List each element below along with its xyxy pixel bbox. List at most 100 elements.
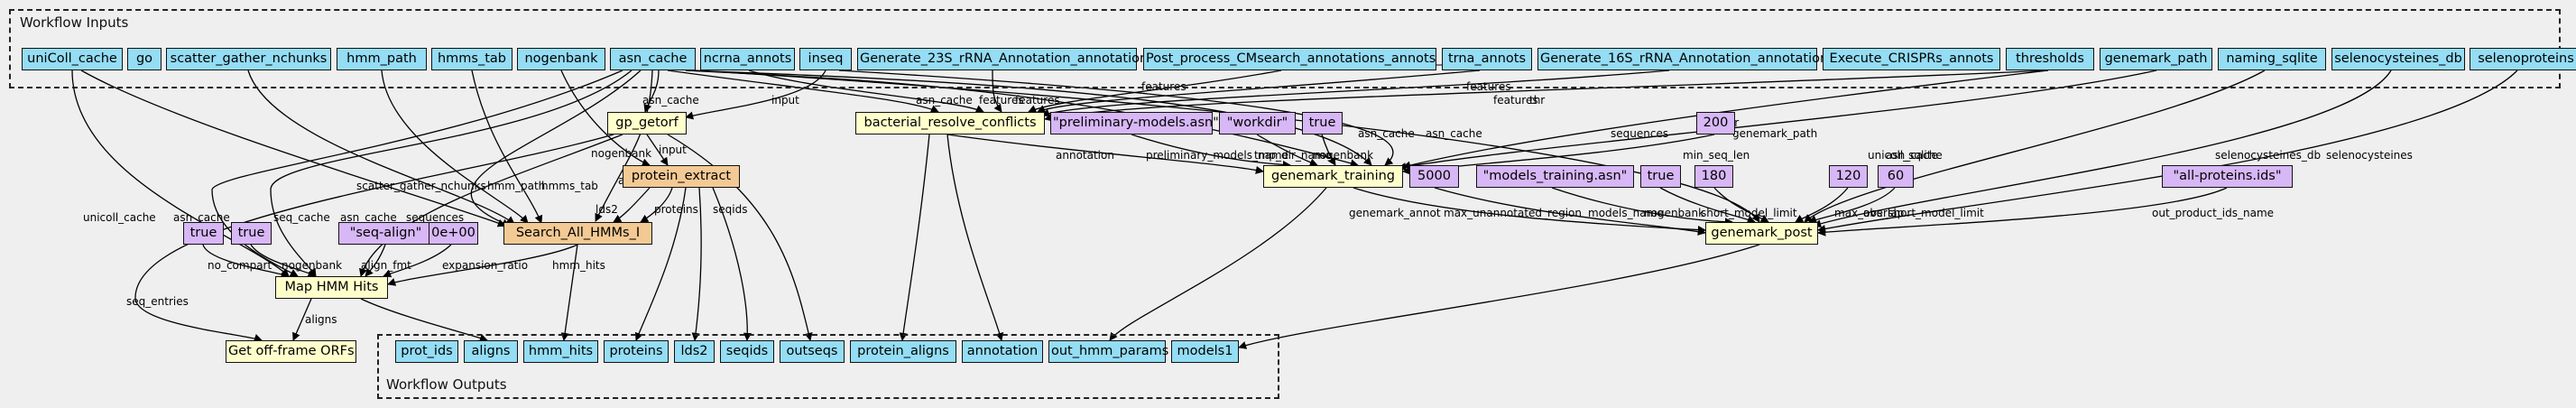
output-outseqs[interactable]: outseqs: [780, 340, 845, 363]
input-hmm-path[interactable]: hmm_path: [337, 48, 427, 70]
edge-asn-search-2: [470, 70, 642, 227]
subworkflow-protein-extract[interactable]: protein_extract: [623, 165, 740, 188]
param-200[interactable]: 200: [1696, 112, 1735, 134]
edge-workdir-gt: [1256, 134, 1318, 167]
output-models1[interactable]: models1: [1171, 340, 1239, 363]
param-seq-align[interactable]: "seq-align": [338, 222, 433, 245]
output-lds2[interactable]: lds2: [674, 340, 715, 363]
edge-asn-gp: [694, 70, 1760, 223]
edge-models-gp-label: models_name: [1588, 207, 1664, 219]
edge-selenodb-gp-label: selenocysteines_db: [2215, 149, 2321, 162]
workflow-inputs-label: Workflow Inputs: [20, 14, 129, 31]
input-thresholds[interactable]: thresholds: [2006, 48, 2094, 70]
output-seqids[interactable]: seqids: [720, 340, 774, 363]
param-60[interactable]: 60: [1878, 165, 1914, 188]
param-5000[interactable]: 5000: [1409, 165, 1459, 188]
edge-truea-gt-label: nogenbank: [1313, 149, 1373, 162]
param-preliminary-models[interactable]: "preliminary-models.asn": [1050, 112, 1219, 134]
param-models-training[interactable]: "models_training.asn": [1476, 165, 1634, 188]
workflow-outputs-label: Workflow Outputs: [386, 376, 507, 393]
edge-trueb-gp: [1659, 187, 1756, 224]
edge-gt-gp-label: genemark_annot: [1349, 207, 1441, 219]
edge-inseq-gt-label: sequences: [1611, 127, 1668, 140]
edge-5000-gp-label: max_unannotated_region: [1444, 207, 1582, 219]
step-genemark-post[interactable]: genemark_post: [1705, 222, 1818, 245]
edge-180-gp: [1713, 187, 1769, 223]
edge-exp-map-label: expansion_ratio: [442, 259, 528, 272]
edge-scatter-search: [247, 70, 515, 225]
edge-pe-search-lds2: [613, 187, 651, 223]
subworkflow-search-all-hmms[interactable]: Search_All_HMMs_I: [503, 222, 652, 245]
output-out-hmm-params[interactable]: out_hmm_params: [1048, 340, 1168, 363]
step-get-offframe-orfs[interactable]: Get off-frame ORFs: [226, 340, 356, 363]
param-expansion-0e00[interactable]: 0e+00: [429, 222, 478, 245]
edge-allprot-gp: [1817, 187, 2228, 236]
input-trna-annots[interactable]: trna_annots: [1442, 48, 1532, 70]
edge-asn-gp-label: asn_cache: [1886, 149, 1943, 162]
edge-inseq-getorf: [685, 70, 826, 120]
edge-hmmpath-search-label: hmm_path: [487, 180, 545, 192]
param-true-d[interactable]: true: [231, 222, 272, 245]
input-generate-16s[interactable]: Generate_16S_rRNA_Annotation_annotation: [1537, 48, 1828, 70]
edge-60-gp-label: abs_short_model_limit: [1863, 207, 1984, 219]
edge-180-gp-label: short_model_limit: [1701, 207, 1797, 219]
edge-asn-search-2-label: asn_cache: [340, 211, 397, 224]
output-annotation[interactable]: annotation: [962, 340, 1043, 363]
output-aligns[interactable]: aligns: [464, 340, 518, 363]
input-genemark-path[interactable]: genemark_path: [2100, 48, 2212, 70]
input-execute-crisprs[interactable]: Execute_CRISPRs_annots: [1823, 48, 2000, 70]
input-hmms-tab[interactable]: hmms_tab: [431, 48, 512, 70]
edge-120-gp: [1795, 187, 1849, 223]
input-selenoproteins[interactable]: selenoproteins: [2470, 48, 2576, 70]
output-prot-ids[interactable]: prot_ids: [395, 340, 458, 363]
param-workdir[interactable]: "workdir": [1219, 112, 1296, 134]
input-ncrna-annots[interactable]: ncrna_annots: [700, 48, 795, 70]
edge-asn-brc-1-label: asn_cache: [916, 94, 973, 107]
edge-nogenbank-pe-label: nogenbank: [591, 147, 651, 160]
edge-asn-pe: [595, 70, 653, 222]
input-go[interactable]: go: [127, 48, 162, 70]
edge-asn-map: [211, 70, 623, 277]
input-inseq[interactable]: inseq: [799, 48, 852, 70]
input-unicoll-cache[interactable]: uniColl_cache: [22, 48, 123, 70]
edge-getorf-offframe-label: seq_entries: [126, 295, 189, 308]
output-proteins[interactable]: proteins: [604, 340, 669, 363]
edge-getorf-outseqs: [667, 134, 813, 341]
edge-hmmstab-search-label: hmms_tab: [541, 180, 598, 192]
edge-ncrna-brc: [748, 70, 984, 113]
input-scatter-gather-nchunks[interactable]: scatter_gather_nchunks: [166, 48, 331, 70]
edge-gmpath-gt-label: genemark_path: [1732, 127, 1817, 140]
edge-unicoll-map: [71, 70, 290, 277]
input-naming-sqlite[interactable]: naming_sqlite: [2218, 48, 2326, 70]
param-all-proteins[interactable]: "all-proteins.ids": [2162, 165, 2293, 188]
param-180[interactable]: 180: [1694, 165, 1733, 188]
edge-seqalign-map: [365, 244, 386, 277]
input-nogenbank[interactable]: nogenbank: [517, 48, 605, 70]
output-hmm-hits[interactable]: hmm_hits: [523, 340, 598, 363]
step-map-hmm-hits[interactable]: Map HMM Hits: [275, 276, 388, 299]
step-bacterial-resolve-conflicts[interactable]: bacterial_resolve_conflicts: [855, 112, 1045, 134]
output-protein-aligns[interactable]: protein_aligns: [850, 340, 956, 363]
edge-pe-search-proteins: [640, 187, 673, 223]
edge-asn-seqcache-label: seq_cache: [273, 211, 330, 224]
edge-prelim-gt-label: preliminary_models_name: [1146, 149, 1288, 162]
param-120[interactable]: 120: [1829, 165, 1868, 188]
edge-unicoll-search: [80, 70, 506, 227]
param-true-c[interactable]: true: [183, 222, 224, 245]
edge-asn-seqcache: [270, 70, 632, 277]
edge-naming-gp: [1804, 70, 2266, 223]
input-generate-23s[interactable]: Generate_23S_rRNA_Annotation_annotation: [857, 48, 1148, 70]
step-gp-getorf[interactable]: gp_getorf: [607, 112, 687, 134]
edge-seleno-gp-label: selenocysteines: [2326, 149, 2413, 162]
input-post-process-5s[interactable]: Post_process_CMsearch_annotations_annots…: [1143, 48, 1459, 70]
input-asn-cache[interactable]: asn_cache: [610, 48, 696, 70]
edge-thr-brc: [1044, 70, 2049, 122]
param-true-a[interactable]: true: [1302, 112, 1343, 134]
edge-asn-getorf-label: asn_cache: [642, 94, 699, 107]
input-selenocysteines-db[interactable]: selenocysteines_db: [2331, 48, 2465, 70]
edge-seqalign-map-label: align_fmt: [361, 259, 411, 272]
edge-hmmstab-search: [471, 70, 543, 224]
param-true-b[interactable]: true: [1640, 165, 1681, 188]
step-genemark-training[interactable]: genemark_training: [1263, 165, 1403, 188]
